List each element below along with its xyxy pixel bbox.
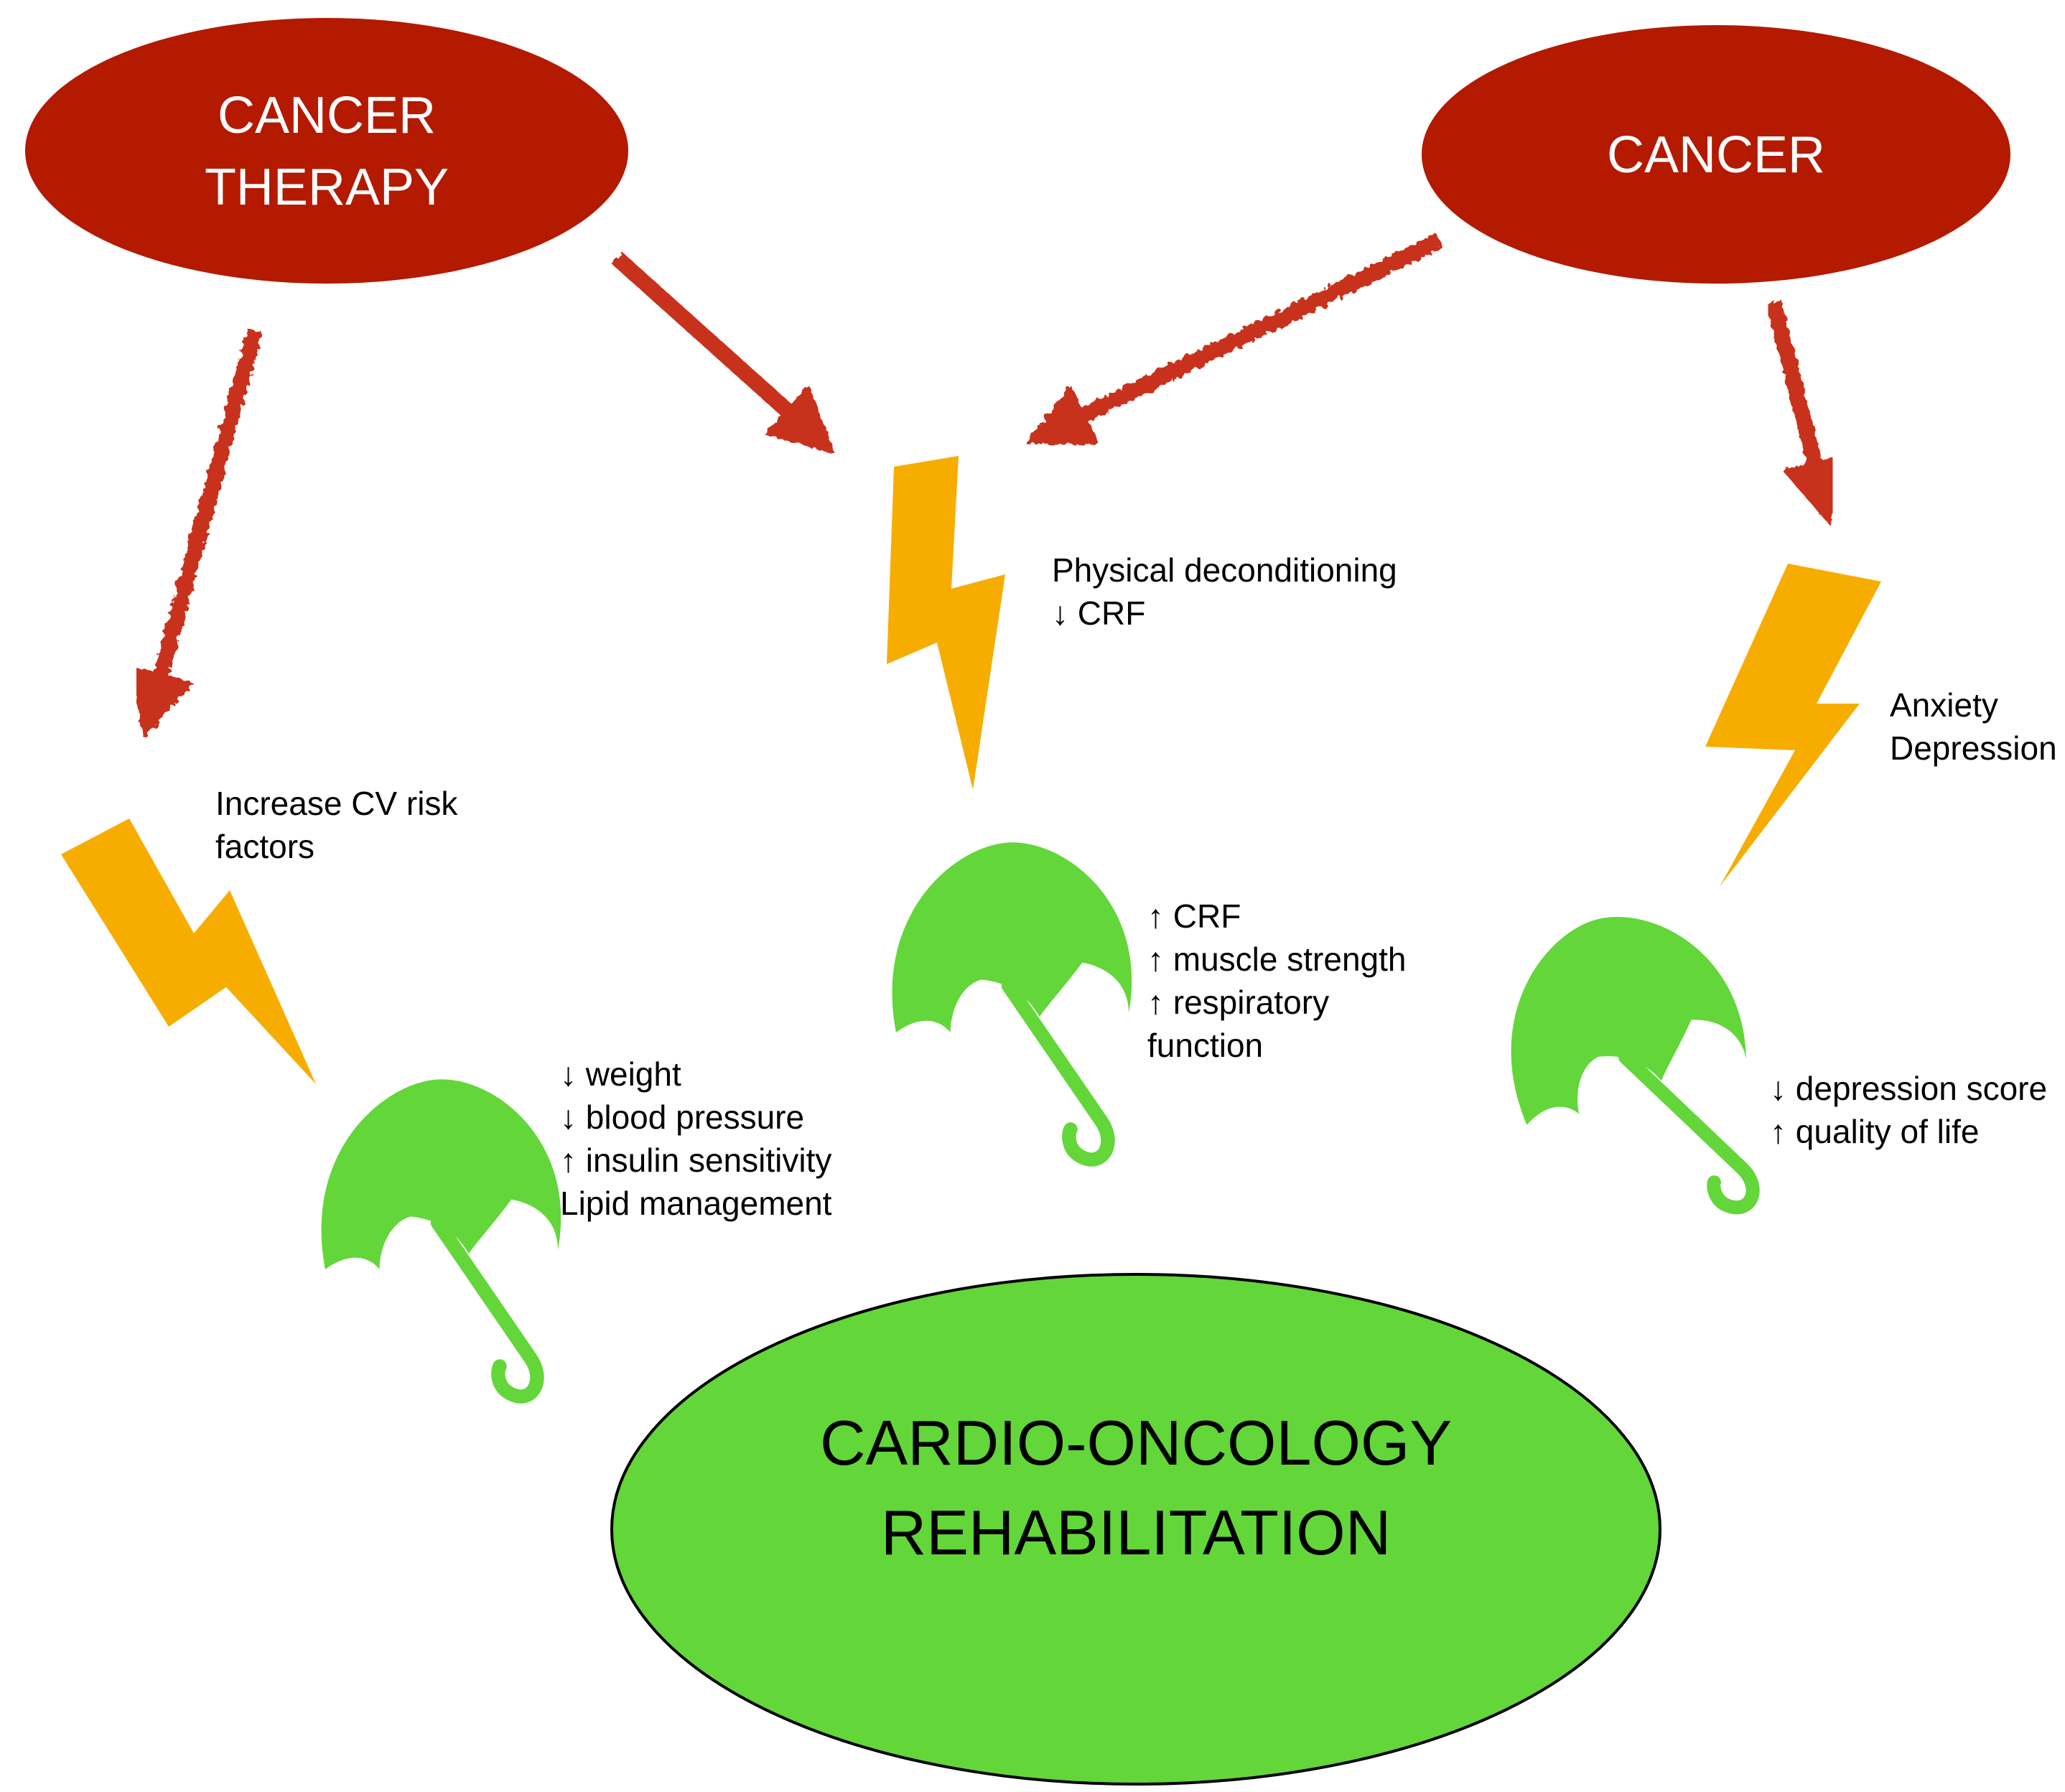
lightning-icon [61, 818, 316, 1084]
benefit-line: ↑ CRF [1147, 897, 1241, 935]
benefit-line: ↓ depression score [1770, 1070, 2047, 1107]
lightning-icon [887, 456, 1005, 790]
cancer-therapy-line2: THERAPY [205, 159, 449, 216]
cancer-therapy-node: CANCER THERAPY [25, 18, 628, 284]
arrows [129, 233, 1847, 738]
benefit-line: function [1147, 1027, 1263, 1064]
mental-benefits: ↓ depression score ↑ quality of life [1770, 1070, 2047, 1150]
rehab-line2: REHABILITATION [881, 1497, 1392, 1568]
umbrella-icon [1484, 895, 1779, 1248]
psychological-line2: Depression [1890, 729, 2057, 767]
cv-risk-line2: factors [215, 828, 314, 865]
benefit-line: ↑ quality of life [1770, 1113, 1979, 1150]
psychological-line1: Anxiety [1890, 686, 1998, 724]
arrow-cancer-to-deconditioning [1025, 233, 1443, 445]
benefit-line: ↑ insulin sensitivity [560, 1142, 831, 1179]
umbrella-icon [322, 1079, 561, 1396]
umbrella-icon [892, 842, 1132, 1159]
deconditioning-line2: ↓ CRF [1052, 594, 1145, 632]
cardio-oncology-rehab-node: CARDIO-ONCOLOGY REHABILITATION [610, 1273, 1661, 1786]
cardiometabolic-benefits: ↓ weight ↓ blood pressure ↑ insulin sens… [560, 1055, 832, 1222]
cv-risk-line1: Increase CV risk [215, 785, 458, 822]
fitness-benefits: ↑ CRF ↑ muscle strength ↑ respiratory fu… [1147, 897, 1406, 1064]
cancer-therapy-line1: CANCER [218, 87, 436, 144]
arrow-cancer-to-psychological [1766, 299, 1847, 526]
cancer-node: CANCER [1422, 25, 2010, 284]
rehab-line1: CARDIO-ONCOLOGY [820, 1407, 1452, 1478]
psychological-text: Anxiety Depression [1890, 686, 2057, 767]
cv-risk-text: Increase CV risk factors [215, 785, 458, 865]
benefit-line: ↑ muscle strength [1147, 941, 1406, 978]
benefit-line: ↑ respiratory [1147, 984, 1329, 1021]
cancer-label: CANCER [1607, 126, 1825, 184]
arrow-therapy-to-deconditioning [612, 252, 836, 454]
arrow-therapy-to-cv-risk [129, 328, 263, 738]
benefit-line: ↓ blood pressure [560, 1098, 804, 1136]
deconditioning-text: Physical deconditioning ↓ CRF [1052, 551, 1397, 632]
deconditioning-line1: Physical deconditioning [1052, 551, 1397, 589]
benefit-line: Lipid management [560, 1185, 832, 1222]
lightning-icon [1705, 564, 1881, 887]
benefit-line: ↓ weight [560, 1055, 681, 1093]
